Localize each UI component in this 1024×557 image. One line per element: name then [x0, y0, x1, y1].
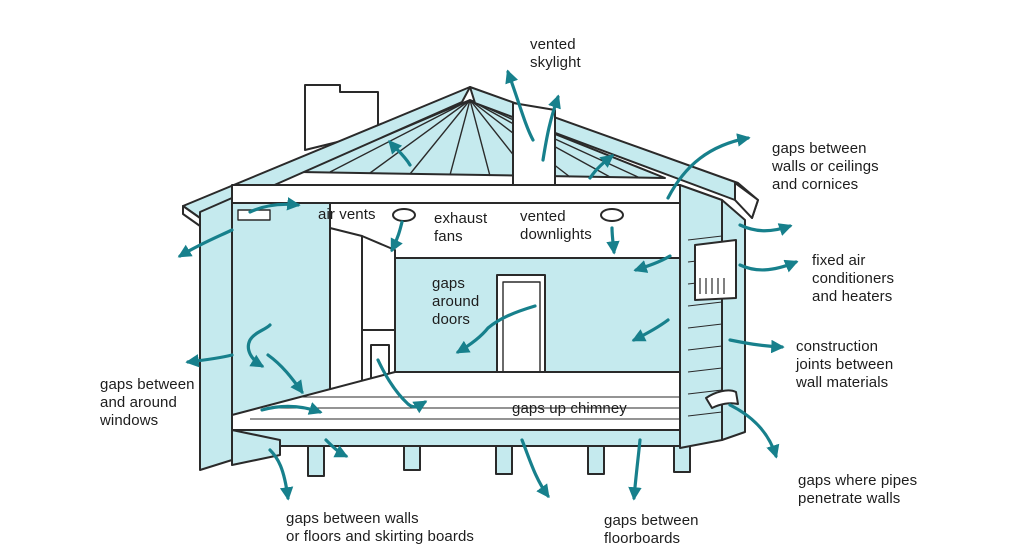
door-inner — [502, 281, 541, 373]
arrow-interior-right — [631, 318, 670, 342]
arrow-floor-left — [260, 402, 323, 415]
floor-beam — [231, 429, 683, 447]
arrow-floor-center — [520, 438, 550, 499]
label-line: doors — [432, 311, 471, 328]
arrow-door — [455, 304, 537, 354]
skirting-left — [231, 429, 281, 466]
vented-downlight — [600, 208, 624, 222]
label-line: around — [432, 293, 480, 310]
label-line: gaps up chimney — [512, 400, 627, 417]
label-line: exhaust — [434, 210, 488, 227]
label-line: gaps between walls — [286, 510, 419, 527]
arrow-floorboards — [628, 438, 642, 501]
floor-posts — [307, 445, 691, 477]
label-line: and heaters — [812, 288, 893, 305]
label-fixed-air-conditioners: fixed air conditioners and heaters — [812, 252, 894, 306]
arrow-joints — [728, 338, 785, 354]
floorboards — [250, 396, 680, 420]
airflow-arrows — [177, 69, 799, 501]
label-line: fans — [434, 228, 463, 245]
label-line: gaps — [432, 275, 465, 292]
chimney-breast — [329, 227, 363, 406]
arrow-ac — [738, 259, 799, 273]
label-gaps-floorboards: gaps between floorboards — [604, 512, 699, 548]
arrow-exhaust-fan — [390, 220, 404, 253]
label-line: air vents — [318, 206, 376, 223]
arrow-back-wall — [633, 254, 672, 273]
label-gaps-windows: gaps between and around windows — [100, 376, 195, 430]
label-line: and around — [100, 394, 177, 411]
label-vented-downlights: vented downlights — [520, 208, 592, 244]
label-gaps-chimney: gaps up chimney — [512, 400, 627, 418]
label-line: gaps between — [604, 512, 699, 529]
arrow-window-left — [185, 353, 234, 368]
label-line: gaps between — [772, 140, 867, 157]
air-conditioner — [694, 239, 737, 301]
label-line: downlights — [520, 226, 592, 243]
arrow-skylight-1 — [505, 69, 535, 142]
house-structure — [182, 84, 759, 477]
arrow-cornice-top — [666, 133, 751, 200]
label-gaps-around-doors: gaps around doors — [432, 275, 479, 329]
label-line: wall materials — [796, 374, 889, 391]
label-gaps-pipes: gaps where pipes penetrate walls — [798, 472, 917, 508]
label-air-vents: air vents — [318, 206, 376, 224]
label-line: construction — [796, 338, 879, 355]
arrow-air-vent-top — [248, 197, 301, 214]
label-gaps-walls-ceilings: gaps between walls or ceilings and corni… — [772, 140, 879, 194]
label-line: vented — [530, 36, 576, 53]
ceiling-slab — [231, 184, 681, 204]
arrow-downlight — [606, 226, 620, 255]
wall-right — [679, 184, 723, 449]
label-line: skylight — [530, 54, 581, 71]
arrow-cornice-side — [738, 223, 793, 236]
label-vented-skylight: vented skylight — [530, 36, 581, 72]
arrow-skylight-2 — [541, 94, 561, 162]
arrow-window-down — [266, 353, 304, 395]
skylight-shaft — [512, 102, 556, 193]
label-construction-joints: construction joints between wall materia… — [796, 338, 893, 392]
interior-wall-left — [231, 202, 331, 416]
label-line: fixed air — [812, 252, 866, 269]
fascia-right — [734, 182, 759, 219]
label-line: conditioners — [812, 270, 895, 287]
arrow-window-inner — [246, 323, 272, 368]
ac-grille — [699, 278, 725, 294]
label-line: walls or ceilings — [772, 158, 879, 175]
label-line: gaps between — [100, 376, 195, 393]
label-line: vented — [520, 208, 566, 225]
label-line: joints between — [796, 356, 894, 373]
label-line: or floors and skirting boards — [286, 528, 474, 545]
label-line: windows — [100, 412, 159, 429]
arrow-fireplace — [376, 358, 428, 414]
label-line: and cornices — [772, 176, 859, 193]
arrow-attic-right — [588, 154, 615, 180]
arrow-posts-left — [324, 438, 349, 458]
label-line: floorboards — [604, 530, 681, 547]
pipe — [705, 389, 739, 409]
label-gaps-skirting: gaps between walls or floors and skirtin… — [286, 510, 474, 546]
arrow-skirting — [268, 448, 294, 501]
arrow-air-vent-left — [177, 228, 234, 258]
arrow-attic-left — [388, 139, 412, 167]
label-exhaust-fans: exhaust fans — [434, 210, 487, 246]
arrow-pipes — [728, 403, 780, 459]
exhaust-fan — [392, 208, 416, 222]
label-line: gaps where pipes — [798, 472, 918, 489]
label-line: penetrate walls — [798, 490, 901, 507]
